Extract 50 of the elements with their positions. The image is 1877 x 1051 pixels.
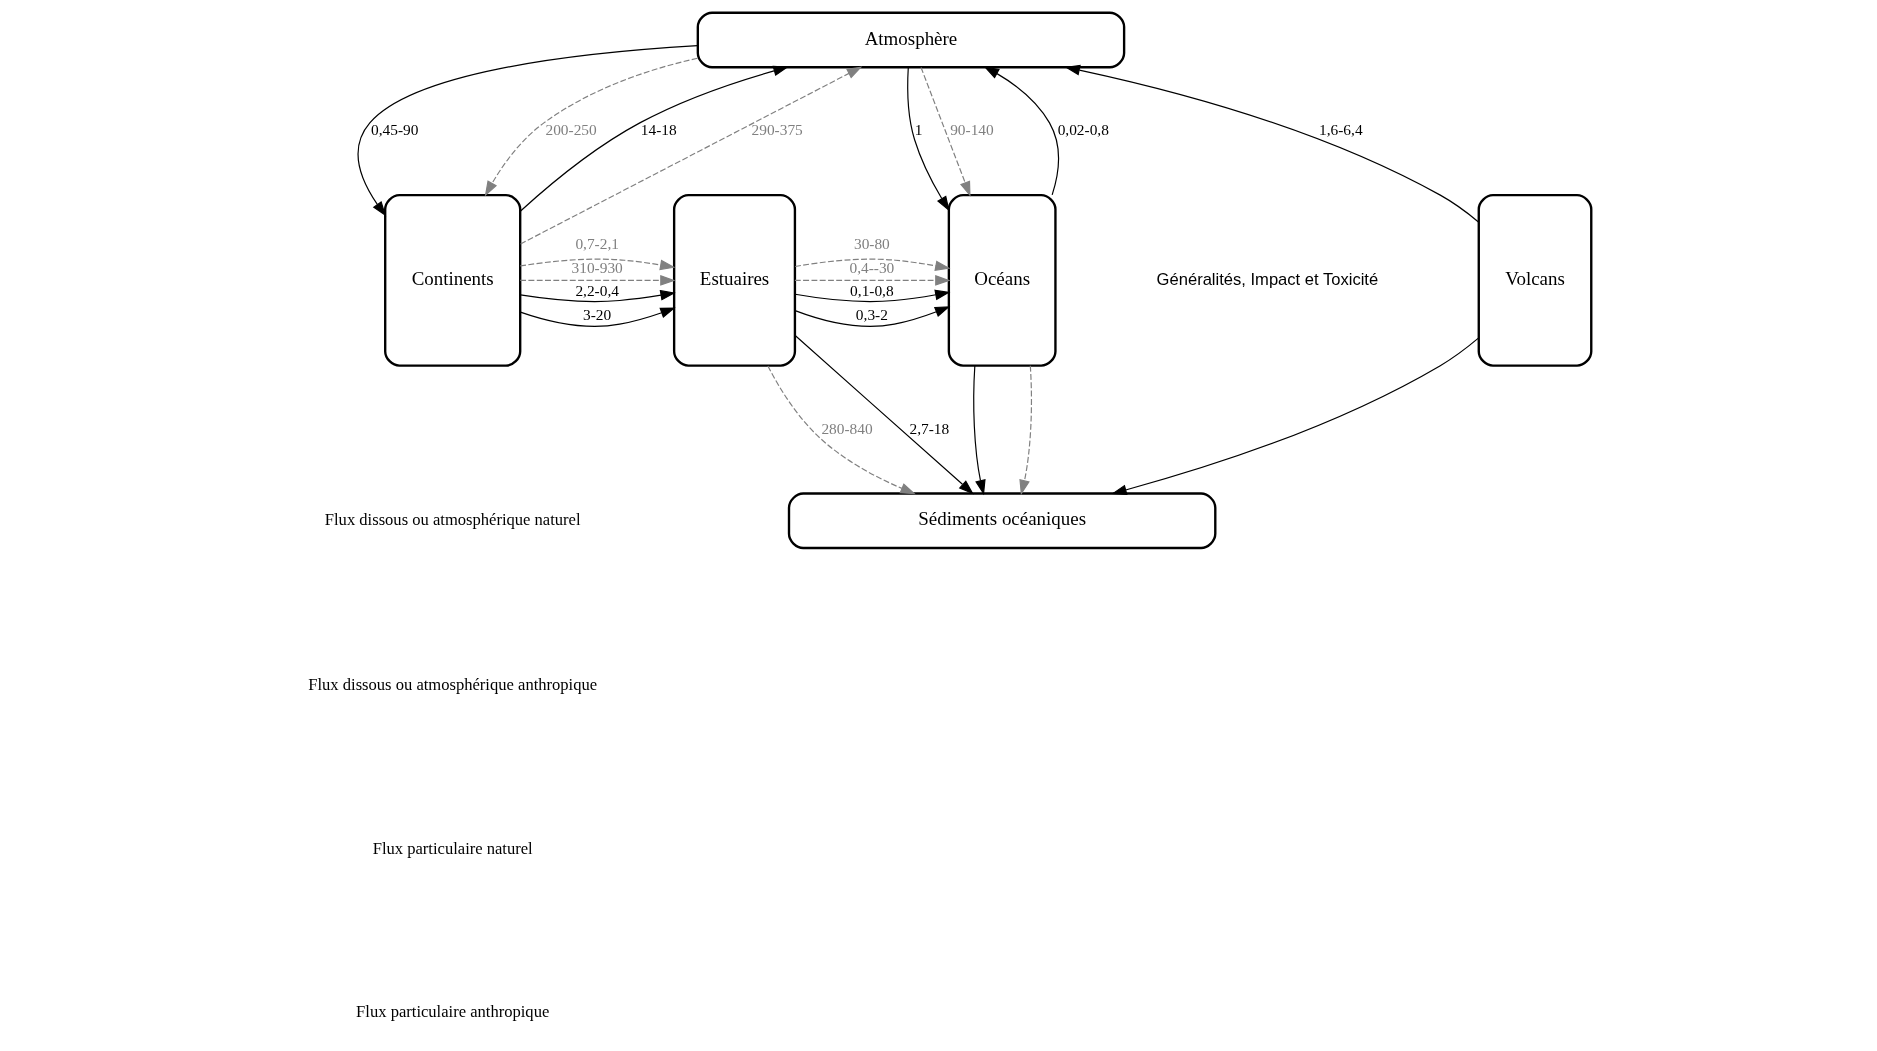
edge-label: 30-80 (853, 234, 890, 252)
edge-label: 290-375 (751, 121, 803, 139)
edge-label: 2,2-0,4 (575, 282, 619, 300)
arrow (794, 306, 951, 327)
arrow (794, 275, 951, 286)
node-box: Estuaires (672, 193, 797, 367)
edge-label: 280-840 (821, 419, 873, 437)
edge-label: 0,7-2,1 (575, 234, 619, 252)
node-box: Sédiments océaniques (787, 492, 1217, 550)
edge-label: 0,02-0,8 (1057, 121, 1109, 139)
label: Généralités, Impact et Toxicité (1156, 269, 1379, 289)
arrow (794, 258, 951, 272)
edge-label: 0,3-2 (855, 305, 888, 323)
arrow (357, 45, 699, 217)
legend-label: Flux dissous ou atmosphérique naturel (324, 510, 581, 530)
arrow (907, 66, 950, 212)
edge-label: 14-18 (640, 121, 677, 139)
arrow (973, 365, 986, 496)
arrow (519, 307, 676, 327)
edge-label: 200-250 (545, 121, 597, 139)
node-box: Volcans (1477, 193, 1593, 367)
node-box: Continents (384, 193, 522, 367)
legend-label: Flux particulaire anthropique (356, 1002, 550, 1022)
arrow (1111, 337, 1480, 496)
edge-label: 0,45-90 (370, 121, 419, 139)
arrow (520, 65, 789, 212)
arrow (520, 66, 863, 245)
edge-label: 310-930 (571, 258, 623, 276)
arrow (1019, 365, 1033, 496)
node-box: Océans (947, 193, 1057, 367)
arrow (519, 275, 676, 286)
node-box: Atmosphère (696, 11, 1126, 69)
edge-label: 1 (914, 121, 923, 139)
arrow (920, 66, 971, 197)
arrow (519, 258, 676, 271)
arrow (767, 365, 916, 495)
edge-label: 3-20 (583, 305, 612, 323)
arrow (1064, 64, 1480, 223)
arrow (519, 289, 676, 303)
arrow (794, 289, 951, 303)
arrow (484, 57, 699, 197)
edge-label: 90-140 (950, 121, 994, 139)
edge-label: 1,6-6,4 (1319, 121, 1363, 139)
arrow (983, 66, 1060, 196)
legend-label: Flux dissous ou atmosphérique anthropique (308, 675, 598, 695)
legend-label: Flux particulaire naturel (372, 838, 533, 858)
arrow (794, 334, 974, 495)
edge-label: 0,1-0,8 (850, 282, 894, 300)
edge-label: 0,4--30 (849, 258, 895, 276)
edge-label: 2,7-18 (909, 419, 950, 437)
